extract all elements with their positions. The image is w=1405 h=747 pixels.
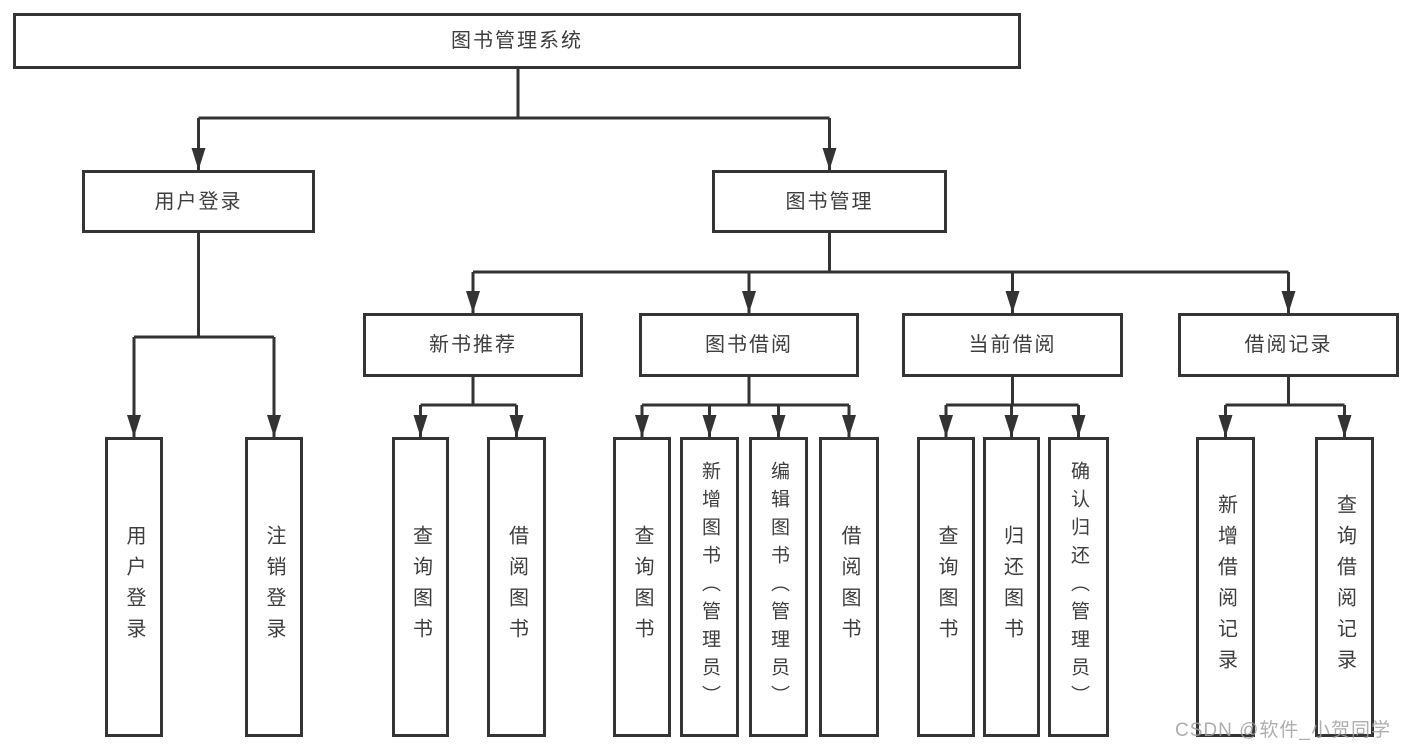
leaf-logout-login: 注销登录 bbox=[245, 437, 303, 737]
node-book-borrow-label: 图书借阅 bbox=[705, 334, 793, 356]
node-borrow-records: 借阅记录 bbox=[1178, 313, 1399, 377]
node-root: 图书管理系统 bbox=[13, 13, 1021, 69]
leaf-borrow-edit-books-admin: 编辑图书（管理员） bbox=[749, 437, 808, 737]
leaf-current-query-books-label: 查询图书 bbox=[935, 525, 957, 649]
node-current-borrow-label: 当前借阅 bbox=[968, 334, 1057, 356]
node-borrow-records-label: 借阅记录 bbox=[1244, 334, 1333, 356]
leaf-borrow-borrow-books-label: 借阅图书 bbox=[838, 525, 860, 649]
leaf-current-confirm-return-admin: 确认归还（管理员） bbox=[1048, 437, 1109, 737]
leaf-user-login: 用户登录 bbox=[105, 437, 163, 737]
node-book-borrow: 图书借阅 bbox=[639, 313, 859, 377]
node-book-management-label: 图书管理 bbox=[785, 190, 874, 213]
leaf-borrow-add-books-admin: 新增图书（管理员） bbox=[680, 437, 739, 737]
leaf-recommend-query-books: 查询图书 bbox=[392, 437, 449, 737]
leaf-borrow-query-books-label: 查询图书 bbox=[631, 525, 653, 649]
leaf-records-add-borrow-record-label: 新增借阅记录 bbox=[1214, 494, 1237, 680]
node-new-book-recommend: 新书推荐 bbox=[363, 313, 583, 377]
leaf-current-return-books-label: 归还图书 bbox=[1000, 525, 1023, 649]
node-user-login: 用户登录 bbox=[82, 170, 315, 233]
leaf-borrow-add-books-admin-label: 新增图书（管理员） bbox=[699, 461, 720, 713]
leaf-records-add-borrow-record: 新增借阅记录 bbox=[1196, 437, 1255, 737]
leaf-user-login-label: 用户登录 bbox=[123, 525, 145, 649]
node-current-borrow: 当前借阅 bbox=[902, 313, 1123, 377]
leaf-borrow-borrow-books: 借阅图书 bbox=[819, 437, 879, 737]
leaf-borrow-query-books: 查询图书 bbox=[613, 437, 671, 737]
node-new-book-recommend-label: 新书推荐 bbox=[429, 334, 517, 356]
leaf-recommend-borrow-books-label: 借阅图书 bbox=[505, 525, 528, 649]
leaf-logout-login-label: 注销登录 bbox=[263, 525, 285, 649]
leaf-recommend-query-books-label: 查询图书 bbox=[409, 525, 432, 649]
leaf-current-query-books: 查询图书 bbox=[917, 437, 975, 737]
leaf-borrow-edit-books-admin-label: 编辑图书（管理员） bbox=[768, 461, 789, 713]
leaf-current-return-books: 归还图书 bbox=[983, 437, 1040, 737]
node-user-login-label: 用户登录 bbox=[154, 190, 243, 213]
node-root-label: 图书管理系统 bbox=[451, 30, 583, 52]
csdn-watermark: CSDN @软件_小贺同学 bbox=[1175, 720, 1391, 741]
leaf-recommend-borrow-books: 借阅图书 bbox=[487, 437, 546, 737]
leaf-current-confirm-return-admin-label: 确认归还（管理员） bbox=[1068, 461, 1089, 713]
node-book-management: 图书管理 bbox=[712, 170, 947, 233]
leaf-records-query-borrow-record: 查询借阅记录 bbox=[1315, 437, 1374, 737]
leaf-records-query-borrow-record-label: 查询借阅记录 bbox=[1333, 494, 1356, 680]
